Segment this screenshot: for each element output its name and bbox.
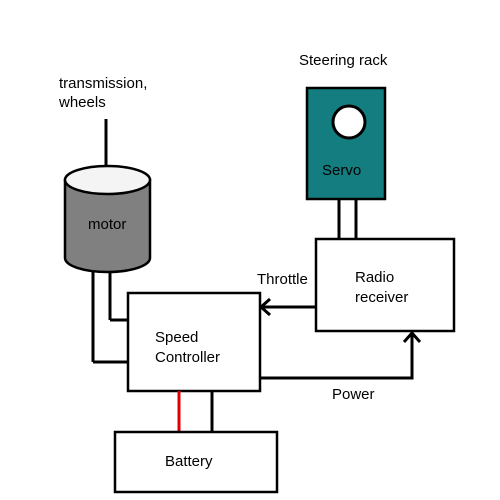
servo-label: Servo (322, 162, 361, 179)
transmission-label-line2: wheels (58, 94, 106, 111)
radio-label-line2: receiver (355, 289, 408, 306)
radio-label-line1: Radio (355, 269, 394, 286)
servo-horn-circle (331, 104, 367, 140)
power-arrow-line (260, 334, 414, 380)
battery-box (113, 430, 279, 494)
radio-receiver-box (314, 237, 456, 333)
motor-label: motor (88, 216, 126, 233)
power-arrowhead (402, 330, 422, 343)
transmission-label-line1: transmission, (59, 75, 147, 92)
throttle-label: Throttle (257, 271, 308, 288)
motor-body (63, 178, 152, 274)
motor-top (63, 164, 152, 196)
speed-controller-label-line1: Speed (155, 329, 198, 346)
speed-controller-box (126, 291, 262, 393)
steering-rack-label: Steering rack (299, 52, 388, 69)
power-label: Power (332, 386, 375, 403)
servo-box (305, 86, 387, 201)
speed-controller-label-line2: Controller (155, 349, 220, 366)
battery-label: Battery (165, 453, 213, 470)
